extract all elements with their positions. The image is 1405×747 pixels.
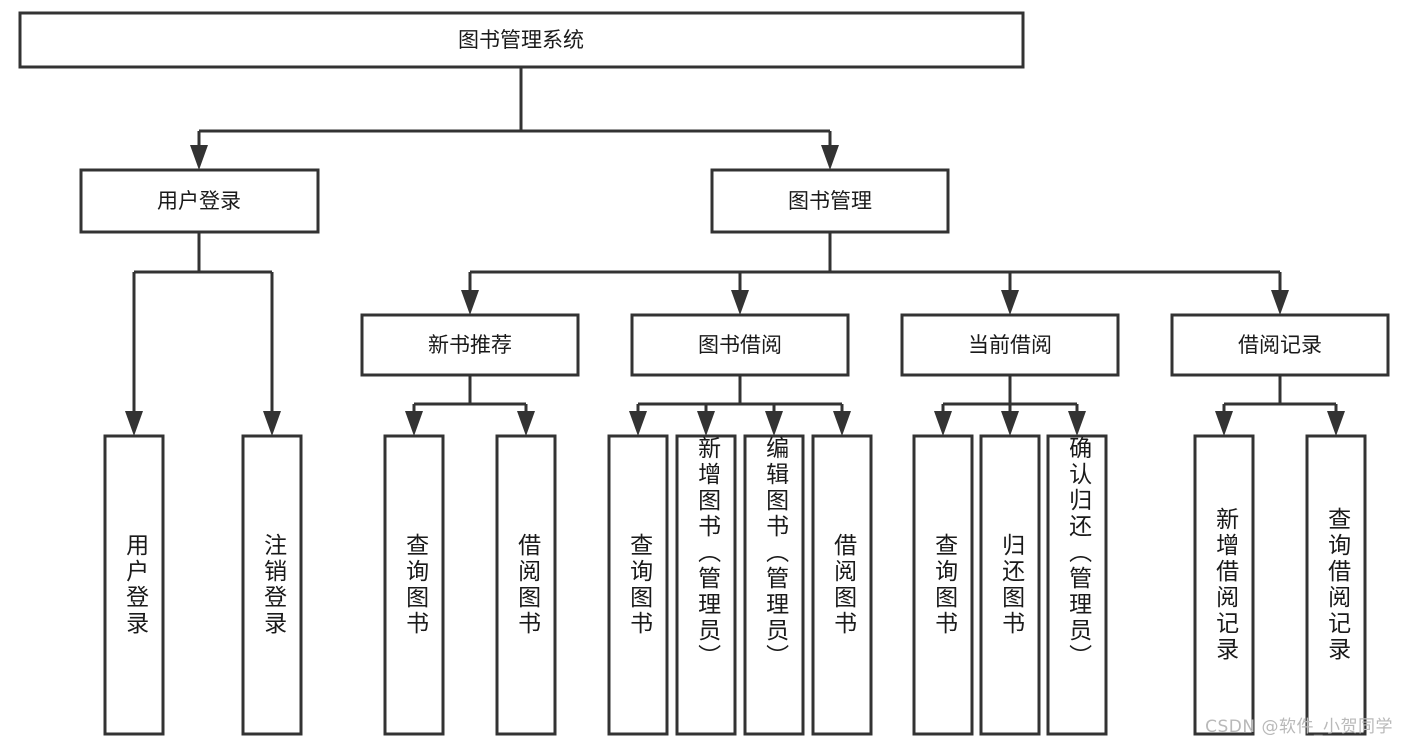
arrow-head-leaf-query-book-3 <box>934 411 952 436</box>
node-book-borrow-label: 图书借阅 <box>698 333 782 357</box>
node-book-management-label: 图书管理 <box>788 189 872 213</box>
node-user-login-label: 用户登录 <box>157 189 241 213</box>
arrow-head-leaf-edit-book <box>765 411 783 436</box>
node-book-management-box[interactable] <box>710 168 950 234</box>
node-book-borrow-box[interactable] <box>630 313 850 377</box>
arrow-head-borrow-record <box>1271 290 1289 315</box>
node-leaf-query-book-3-box[interactable] <box>912 434 974 736</box>
node-root-box[interactable] <box>18 11 1025 69</box>
node-leaf-confirm-return-box[interactable] <box>1046 434 1108 736</box>
node-current-borrow-box[interactable] <box>900 313 1120 377</box>
arrow-head-leaf-logout-login <box>263 411 281 436</box>
arrow-head-leaf-add-book <box>697 411 715 436</box>
arrow-head-leaf-confirm-return <box>1068 411 1086 436</box>
arrow-head-leaf-add-borrow-record <box>1215 411 1233 436</box>
arrow-head-leaf-query-book-1 <box>405 411 423 436</box>
node-borrow-record-box[interactable] <box>1170 313 1390 377</box>
node-book-management[interactable]: 图书管理 <box>710 168 950 234</box>
arrow-head-leaf-user-login <box>125 411 143 436</box>
node-leaf-edit-book-box[interactable] <box>743 434 805 736</box>
node-new-book-recommend-box[interactable] <box>360 313 580 377</box>
arrow-head-leaf-return-book <box>1001 411 1019 436</box>
node-borrow-record-label: 借阅记录 <box>1238 333 1322 357</box>
arrow-head-new-book-recommend <box>461 290 479 315</box>
node-user-login-box[interactable] <box>79 168 320 234</box>
node-leaf-add-borrow-record-box[interactable] <box>1193 434 1255 736</box>
arrow-head-book-management <box>821 145 839 170</box>
arrow-head-leaf-borrow-book-2 <box>833 411 851 436</box>
node-current-borrow[interactable]: 当前借阅 <box>900 313 1120 377</box>
arrow-head-book-borrow <box>731 290 749 315</box>
node-root-label: 图书管理系统 <box>458 28 584 52</box>
node-book-borrow[interactable]: 图书借阅 <box>630 313 850 377</box>
node-user-login[interactable]: 用户登录 <box>79 168 320 234</box>
node-root[interactable]: 图书管理系统 <box>18 11 1025 69</box>
node-leaf-query-borrow-record-box[interactable] <box>1305 434 1367 736</box>
arrow-head-leaf-query-borrow-record <box>1327 411 1345 436</box>
watermark-text: CSDN @软件_小贺同学 <box>1205 717 1393 737</box>
node-leaf-borrow-book-1-box[interactable] <box>495 434 557 736</box>
node-leaf-query-book-2-box[interactable] <box>607 434 669 736</box>
arrow-head-current-borrow <box>1001 290 1019 315</box>
node-borrow-record[interactable]: 借阅记录 <box>1170 313 1390 377</box>
node-leaf-return-book-box[interactable] <box>979 434 1041 736</box>
node-current-borrow-label: 当前借阅 <box>968 333 1052 357</box>
node-leaf-user-login-box[interactable] <box>103 434 165 736</box>
node-new-book-recommend[interactable]: 新书推荐 <box>360 313 580 377</box>
node-new-book-recommend-label: 新书推荐 <box>428 333 512 357</box>
node-leaf-add-book-box[interactable] <box>675 434 737 736</box>
node-leaf-borrow-book-2-box[interactable] <box>811 434 873 736</box>
arrow-head-leaf-query-book-2 <box>629 411 647 436</box>
arrow-head-leaf-borrow-book-1 <box>517 411 535 436</box>
node-leaf-query-book-1-box[interactable] <box>383 434 445 736</box>
node-leaf-logout-login-box[interactable] <box>241 434 303 736</box>
arrow-head-user-login <box>190 145 208 170</box>
